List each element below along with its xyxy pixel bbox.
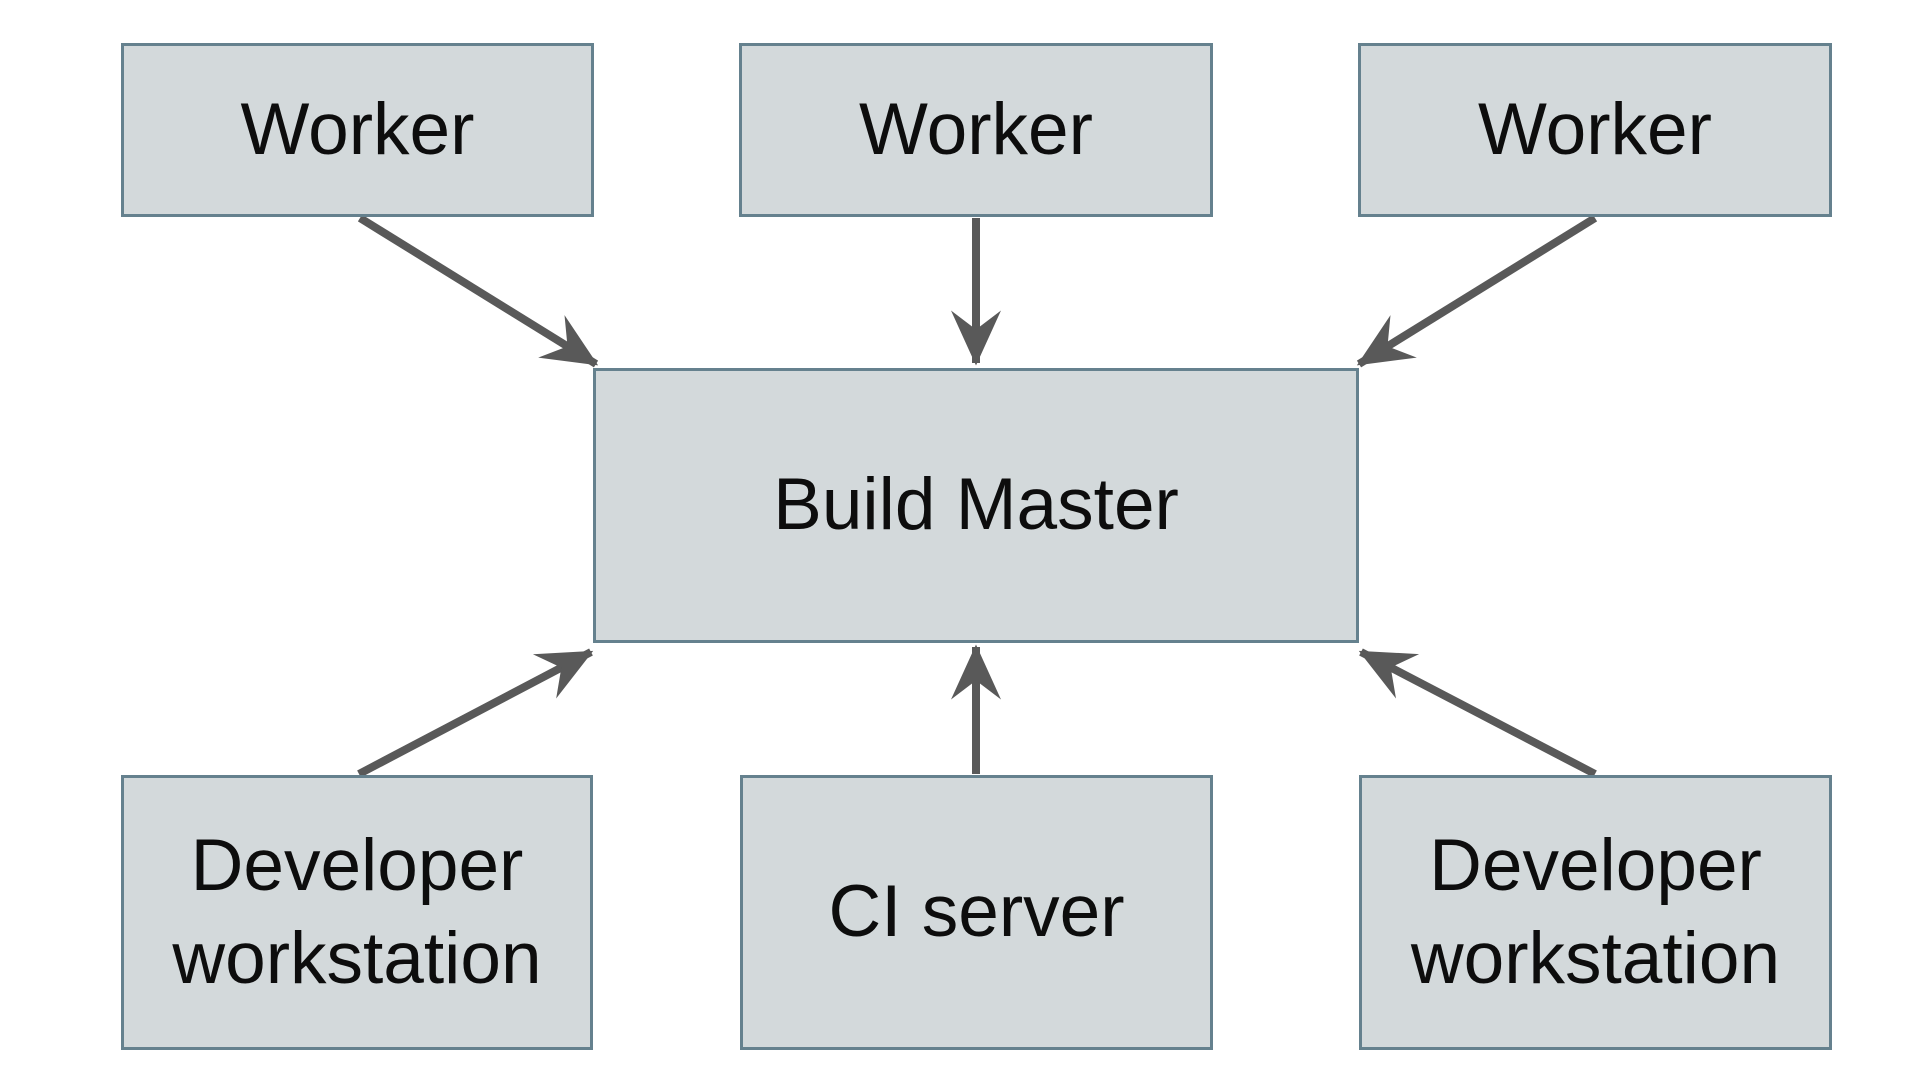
arrow-dev-right-to-build-master — [1358, 648, 1597, 778]
node-developer-workstation-left: Developer workstation — [121, 775, 593, 1050]
node-worker-right-label: Worker — [1478, 88, 1712, 170]
node-worker-left-label: Worker — [240, 88, 475, 170]
node-developer-workstation-right-label: Developer workstation — [1410, 824, 1781, 999]
node-developer-workstation-left-label: Developer workstation — [172, 824, 542, 999]
arrow-worker-right-to-build-master — [1356, 214, 1598, 368]
node-ci-server: CI server — [740, 775, 1213, 1050]
node-worker-left: Worker — [121, 43, 594, 217]
node-build-master-label: Build Master — [773, 464, 1179, 546]
node-build-master: Build Master — [593, 368, 1359, 643]
node-worker-center: Worker — [739, 43, 1213, 217]
node-worker-center-label: Worker — [859, 88, 1093, 170]
arrow-dev-left-to-build-master — [357, 648, 594, 778]
node-ci-server-label: CI server — [828, 871, 1125, 953]
node-developer-workstation-right: Developer workstation — [1359, 775, 1832, 1050]
node-worker-right: Worker — [1358, 43, 1832, 217]
arrow-worker-left-to-build-master — [357, 214, 599, 368]
